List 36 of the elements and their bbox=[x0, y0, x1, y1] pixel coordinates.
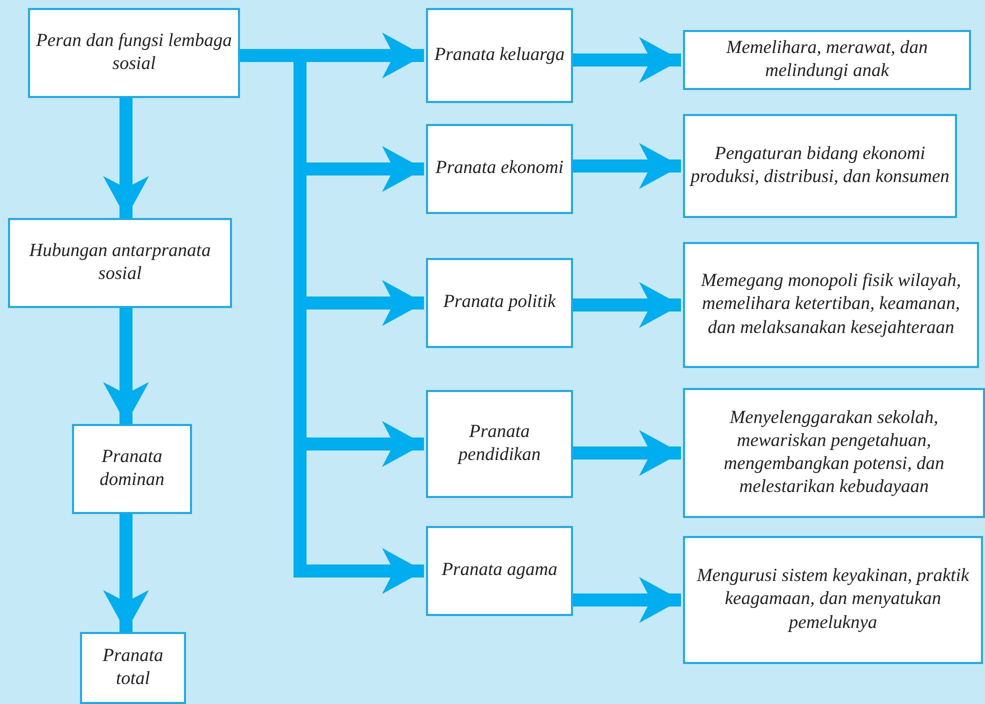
box-text: Pranata ekonomi bbox=[436, 157, 564, 180]
process-box bbox=[72, 424, 192, 514]
process-box bbox=[683, 242, 979, 368]
arrow bbox=[103, 308, 149, 424]
process-box bbox=[426, 526, 573, 616]
process-box bbox=[683, 30, 971, 90]
process-box bbox=[8, 218, 232, 308]
arrow bbox=[573, 577, 681, 623]
box-text: Mengurusi sistem keyakinan, praktik keagamaan, dan menyatukan pemeluknya bbox=[696, 565, 970, 635]
box-text: Pengaturan bidang ekonomi produksi, distribusi, dan konsumen bbox=[689, 142, 950, 189]
box-text: Memegang monopoli fisik wilayah, memelihara ketertiban, keamanan, dan melaksanakan kesejahteraan bbox=[700, 270, 962, 340]
process-box bbox=[683, 388, 985, 518]
box-text: Peran dan fungsi lembaga sosial bbox=[35, 30, 233, 76]
box-text: Memelihara, merawat, dan melindungi anak bbox=[725, 36, 929, 83]
box-text: Pranata pendidikan bbox=[456, 420, 542, 467]
process-box bbox=[426, 258, 573, 348]
arrow bbox=[573, 143, 681, 189]
process-box bbox=[683, 114, 957, 218]
process-box bbox=[426, 390, 573, 498]
arrow bbox=[103, 98, 149, 218]
box-text: Pranata total bbox=[102, 644, 164, 691]
arrow bbox=[573, 37, 681, 83]
process-box bbox=[80, 632, 186, 704]
box-text: Hubungan antarpranata sosial bbox=[28, 240, 212, 286]
box-text: Pranata keluarga bbox=[434, 44, 565, 67]
arrow bbox=[573, 430, 681, 476]
arrow bbox=[573, 282, 681, 328]
process-box bbox=[426, 124, 573, 214]
box-text: Menyelenggarakan sekolah, mewariskan pengetahuan, mengembangkan potensi, dan melestarikan kebudayaan bbox=[722, 406, 946, 500]
process-box bbox=[28, 8, 240, 98]
box-text: Pranata politik bbox=[443, 291, 556, 314]
box-text: Pranata dominan bbox=[98, 446, 166, 492]
process-box bbox=[683, 536, 983, 664]
process-box bbox=[426, 8, 573, 103]
box-text: Pranata agama bbox=[442, 559, 558, 582]
arrow bbox=[103, 514, 149, 632]
